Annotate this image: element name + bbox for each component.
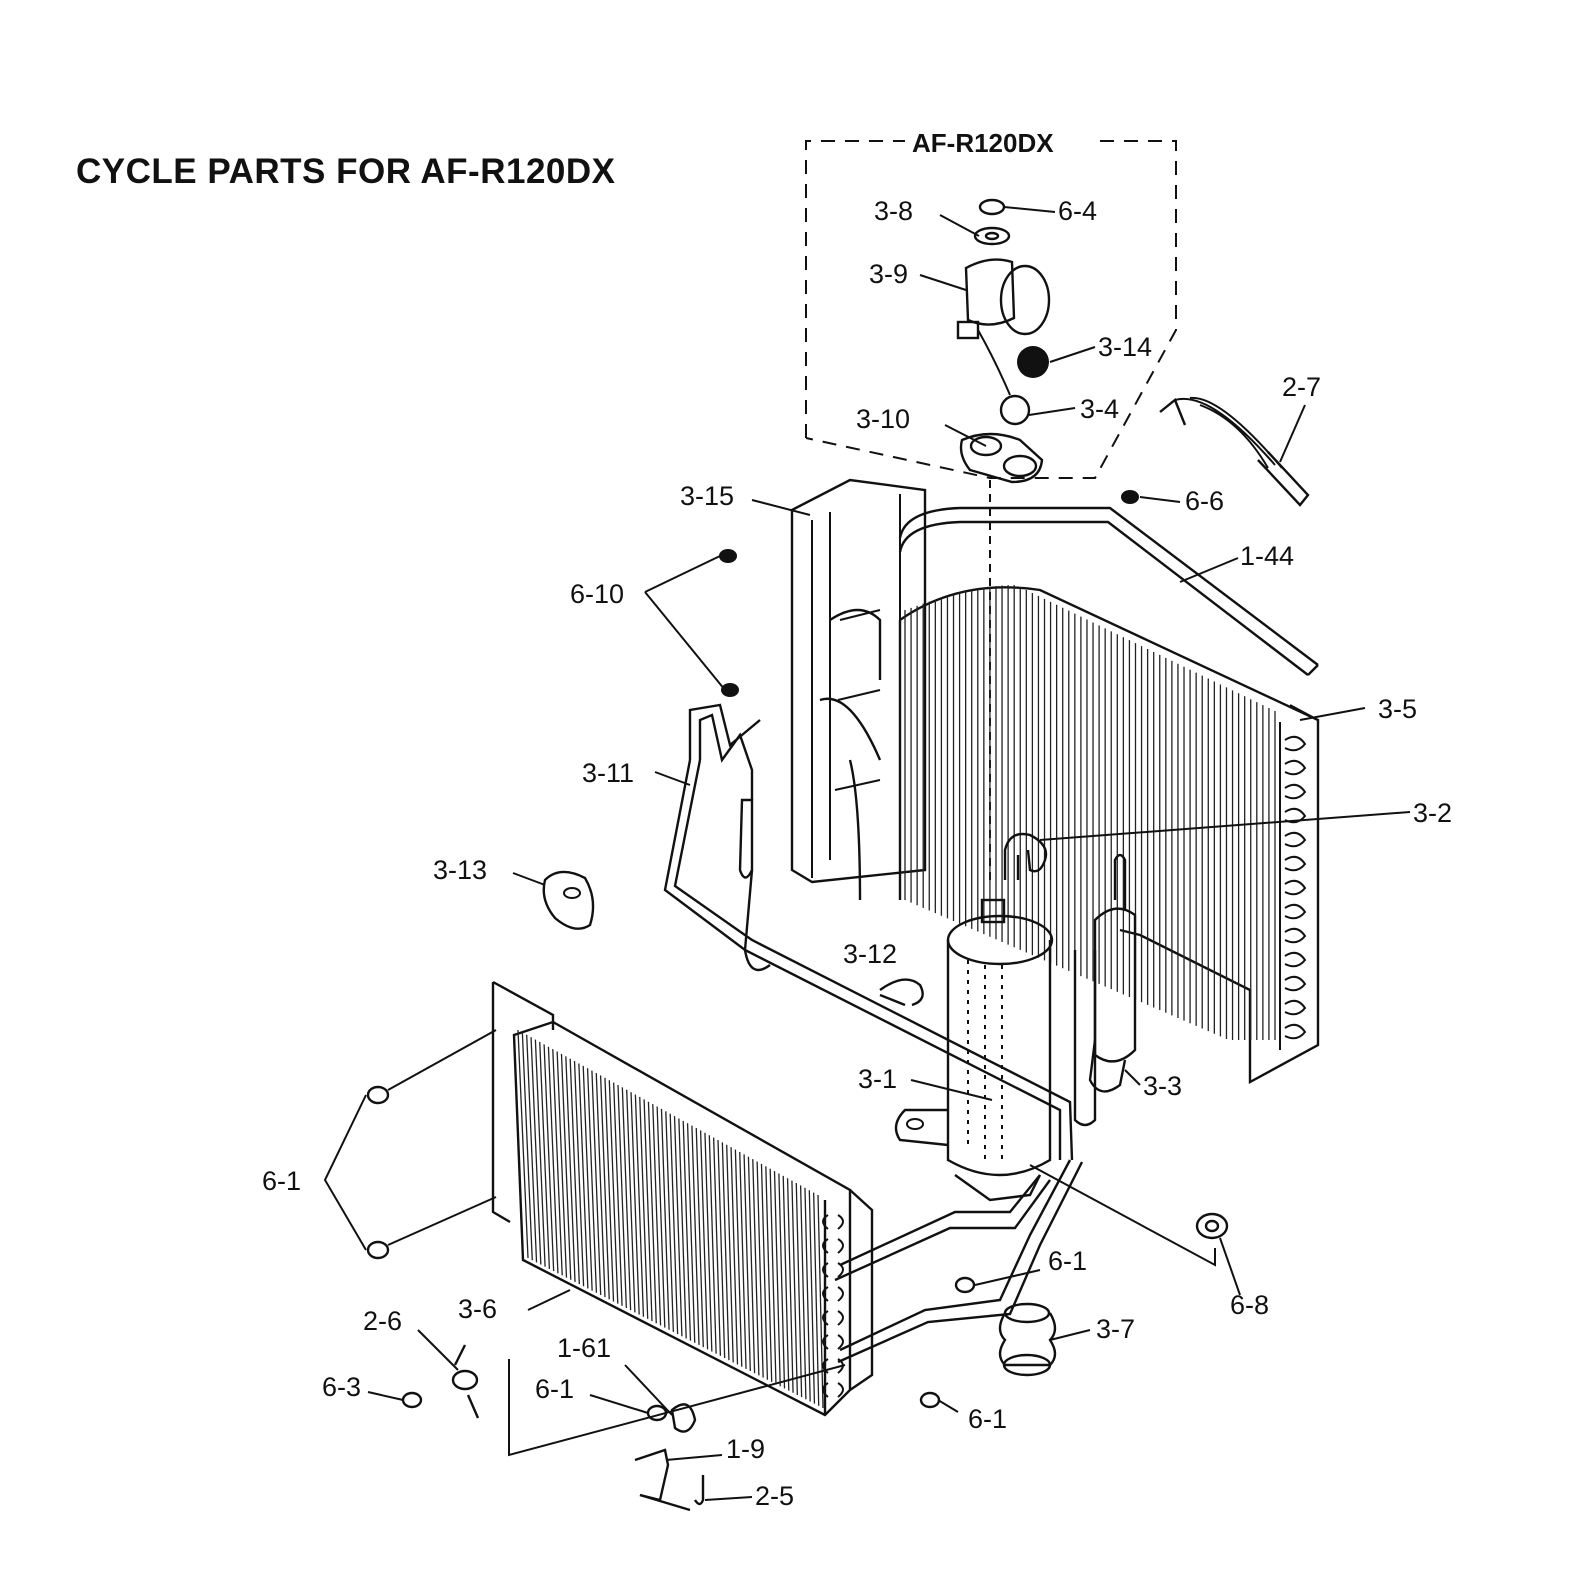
pipe-3-2 xyxy=(1003,832,1048,880)
nut-6-4 xyxy=(978,198,1006,216)
bracket-3-10 xyxy=(959,432,1044,484)
washer-3-8 xyxy=(973,226,1011,246)
inset-box: AF-R120DX xyxy=(805,128,1177,479)
screw-6-3 xyxy=(401,1391,423,1409)
clip-3-12 xyxy=(879,978,924,1007)
label-1-44: 1-44 xyxy=(1240,541,1294,571)
strainer xyxy=(738,798,754,879)
label-6-6: 6-6 xyxy=(1185,486,1224,516)
label-6-10: 6-10 xyxy=(570,579,624,609)
coil-3-14 xyxy=(1017,346,1049,378)
cap-3-4 xyxy=(999,394,1031,426)
label-6-4: 6-4 xyxy=(1058,196,1097,226)
screw-6-1-lower xyxy=(366,1240,390,1260)
mounting-foot xyxy=(894,1108,949,1147)
page-title: CYCLE PARTS FOR AF-R120DX xyxy=(76,152,616,191)
rubber-mount-3-7 xyxy=(998,1302,1057,1377)
label-3-4: 3-4 xyxy=(1080,394,1119,424)
part-labels: 3-8 6-4 3-9 3-14 3-10 3-4 2-7 3-15 6-6 1… xyxy=(262,196,1452,1511)
nut-6-8 xyxy=(1195,1212,1229,1240)
screw-6-10-top xyxy=(719,549,737,563)
screw-6-1-upper xyxy=(366,1085,390,1105)
label-3-2: 3-2 xyxy=(1413,798,1452,828)
label-1-9: 1-9 xyxy=(726,1434,765,1464)
cap-3-13 xyxy=(542,870,595,930)
label-6-1-lower: 6-1 xyxy=(535,1374,574,1404)
sensor-1-61 xyxy=(670,1403,697,1433)
label-3-9: 3-9 xyxy=(869,259,908,289)
label-3-3: 3-3 xyxy=(1143,1071,1182,1101)
screw-6-6 xyxy=(1121,490,1139,504)
condenser-coil-3-6 xyxy=(491,980,874,1417)
label-1-61: 1-61 xyxy=(557,1333,611,1363)
label-3-12: 3-12 xyxy=(843,939,897,969)
leader-lines xyxy=(323,206,1411,1501)
fasteners xyxy=(366,490,1139,1512)
tubing-3-11 xyxy=(663,608,1074,1161)
outdoor-coil-3-5 xyxy=(898,585,1320,1085)
wire-harness-2-7 xyxy=(1159,396,1310,507)
valve-body-3-9 xyxy=(964,258,1016,326)
label-3-6: 3-6 xyxy=(458,1294,497,1324)
bracket-2-6 xyxy=(451,1369,479,1391)
label-2-5: 2-5 xyxy=(755,1481,794,1511)
label-3-7: 3-7 xyxy=(1096,1314,1135,1344)
compressor-3-1 xyxy=(894,898,1054,1202)
label-6-1-center: 6-1 xyxy=(1048,1246,1087,1276)
label-6-1-right: 6-1 xyxy=(968,1404,1007,1434)
inset-label: AF-R120DX xyxy=(912,128,1054,158)
label-3-15: 3-15 xyxy=(680,481,734,511)
label-6-1-left: 6-1 xyxy=(262,1166,301,1196)
connecting-pipes xyxy=(834,1159,1216,1364)
label-3-8: 3-8 xyxy=(874,196,913,226)
screw-6-1-right xyxy=(919,1391,941,1409)
holder-1-9 xyxy=(634,1448,670,1502)
clip-2-5 xyxy=(639,1475,705,1512)
label-6-3: 6-3 xyxy=(322,1372,361,1402)
label-3-5: 3-5 xyxy=(1378,694,1417,724)
label-6-8: 6-8 xyxy=(1230,1290,1269,1320)
label-2-6: 2-6 xyxy=(363,1306,402,1336)
label-2-7: 2-7 xyxy=(1282,372,1321,402)
label-3-11: 3-11 xyxy=(582,758,634,788)
screw-6-10-bottom xyxy=(721,683,739,697)
accumulator-3-3 xyxy=(1073,853,1137,1127)
label-3-10: 3-10 xyxy=(856,404,910,434)
label-3-13: 3-13 xyxy=(433,855,487,885)
screw-6-1-mid xyxy=(954,1276,976,1294)
label-3-1: 3-1 xyxy=(858,1064,897,1094)
label-3-14: 3-14 xyxy=(1098,332,1152,362)
